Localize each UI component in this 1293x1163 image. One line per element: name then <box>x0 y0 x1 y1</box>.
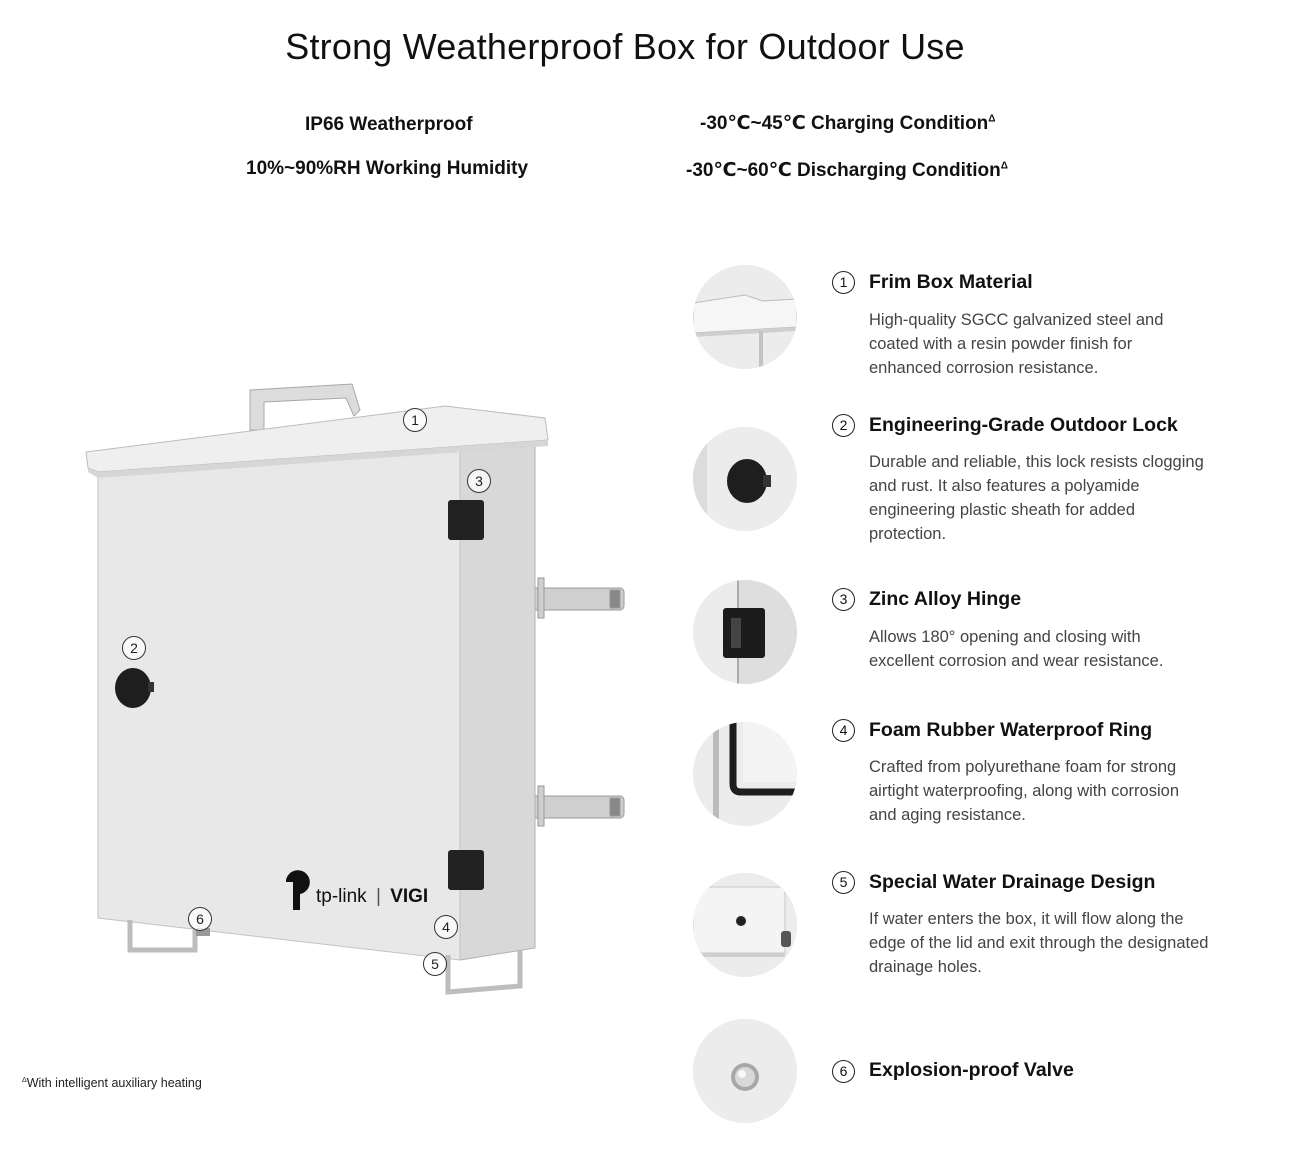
feature-description: Allows 180° opening and closing with exc… <box>869 628 1164 670</box>
feature-description: Crafted from polyurethane foam for stron… <box>869 758 1179 824</box>
feature-description: Durable and reliable, this lock resists … <box>869 453 1204 543</box>
lock-icon <box>115 668 154 708</box>
footnote-marker: Δ <box>22 1076 27 1084</box>
page-title: Strong Weatherproof Box for Outdoor Use <box>285 26 965 67</box>
spec-charging: -30℃~45℃ Charging ConditionΔ <box>700 113 996 134</box>
callout-1: 1 <box>403 408 427 432</box>
feature-number: 1 <box>832 271 855 294</box>
feature-title: Special Water Drainage Design <box>869 871 1156 893</box>
feature-number: 5 <box>832 871 855 894</box>
drainage-icon <box>693 873 797 977</box>
callout-6: 6 <box>188 907 212 931</box>
weatherproof-box-illustration <box>85 383 625 995</box>
feature-description: If water enters the box, it will flow al… <box>869 910 1209 976</box>
tp-link-logo <box>286 870 310 910</box>
feature-number: 3 <box>832 588 855 611</box>
spec-ip66: IP66 Weatherproof <box>305 114 473 135</box>
seal-ring-icon <box>693 722 797 826</box>
box-edge-icon <box>693 265 797 369</box>
callout-4: 4 <box>434 915 458 939</box>
feature-description: High-quality SGCC galvanized steel and c… <box>869 311 1164 377</box>
feature-title: Foam Rubber Waterproof Ring <box>869 719 1153 741</box>
callout-5: 5 <box>423 952 447 976</box>
footnote-marker: Δ <box>988 113 996 125</box>
feature-title: Explosion-proof Valve <box>869 1059 1074 1081</box>
footnote: ΔWith intelligent auxiliary heating <box>22 1076 202 1090</box>
brand-logo-text: tp-link | VIGI <box>316 886 428 908</box>
product-image: tp-link | VIGI 1 2 3 4 5 6 <box>0 360 660 1020</box>
footnote-marker: Δ <box>1000 160 1008 172</box>
brand-vigi: VIGI <box>390 886 429 907</box>
hinge-icon <box>693 580 797 684</box>
brand-divider: | <box>375 886 381 907</box>
spec-discharging: -30℃~60℃ Discharging ConditionΔ <box>686 160 1008 181</box>
feature-title: Engineering-Grade Outdoor Lock <box>869 414 1178 436</box>
brand-tplink: tp-link <box>316 886 367 907</box>
feature-title: Frim Box Material <box>869 271 1033 293</box>
feature-number: 4 <box>832 719 855 742</box>
spec-humidity: 10%~90%RH Working Humidity <box>246 158 529 179</box>
hinge-icon <box>448 500 484 890</box>
feature-title: Zinc Alloy Hinge <box>869 588 1022 610</box>
callout-2: 2 <box>122 636 146 660</box>
lock-icon <box>693 427 797 531</box>
valve-icon <box>693 1019 797 1123</box>
feature-number: 6 <box>832 1060 855 1083</box>
pole-mount-bracket-icon <box>531 577 625 827</box>
callout-3: 3 <box>467 469 491 493</box>
feature-number: 2 <box>832 414 855 437</box>
